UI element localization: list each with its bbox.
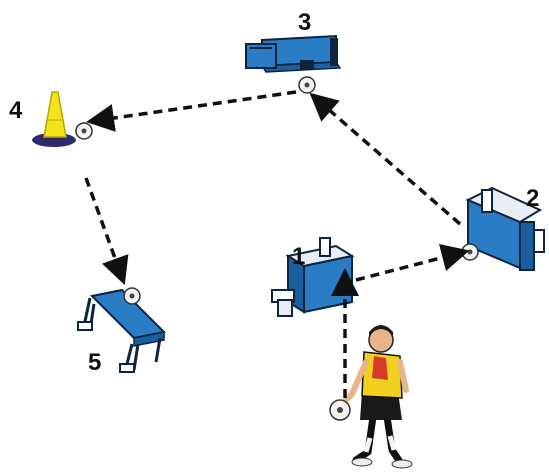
soccer-ball-icon [330,400,350,420]
station-3-label: 3 [298,9,311,36]
arrow-icon [320,102,460,224]
arrow-icon [100,92,296,120]
soccer-ball-icon [299,77,315,93]
soccer-ball-icon [462,244,478,260]
station-2-label: 2 [526,185,539,212]
station-5-label: 5 [88,349,101,376]
station-1-label: 1 [292,243,305,270]
pass-arrows [86,92,460,398]
station-4-label: 4 [9,97,23,124]
player-icon [346,325,412,468]
arrow-icon [356,254,456,280]
station-3-rebounder [246,36,340,72]
arrow-icon [86,178,120,272]
soccer-ball-icon [124,288,140,304]
soccer-ball-icon [76,123,92,139]
station-4-cone [32,92,76,147]
station-1-rebounder [272,238,352,316]
